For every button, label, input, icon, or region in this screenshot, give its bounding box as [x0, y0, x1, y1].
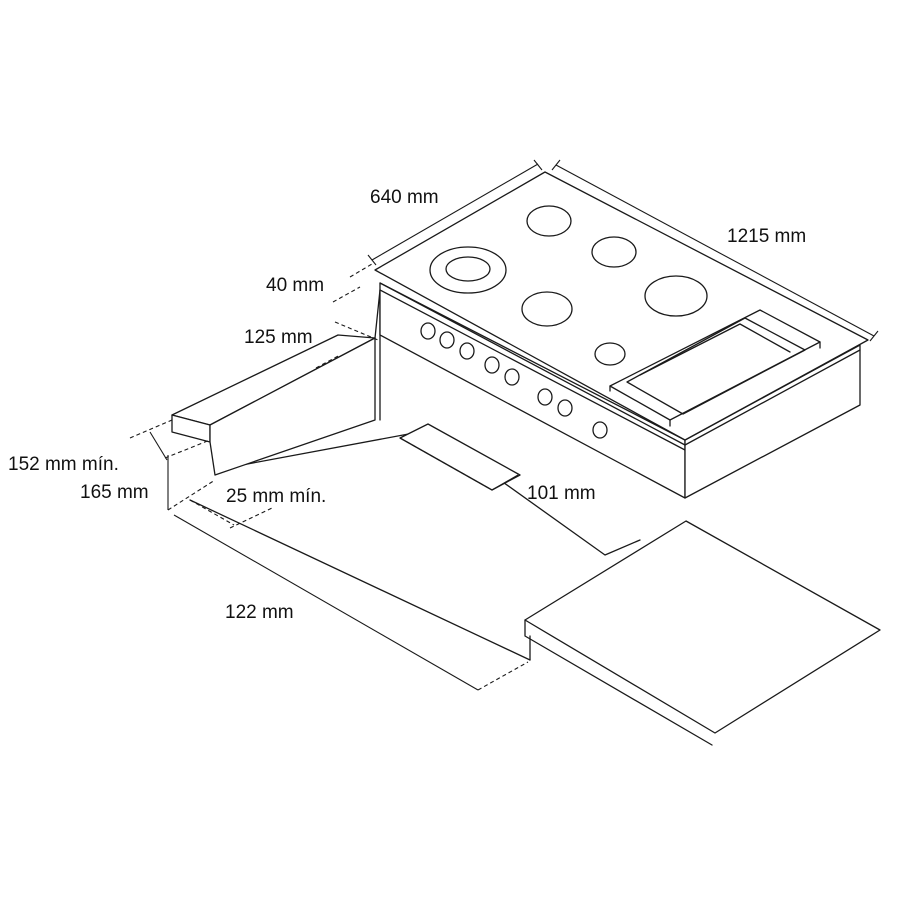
- cabinet-outline: [189, 429, 641, 661]
- label-cutout-depth: 101 mm: [527, 483, 596, 504]
- countertop: [524, 520, 881, 746]
- knob: [439, 331, 455, 349]
- support-rail: [171, 289, 381, 476]
- label-clearance-min: 152 mm mín.: [8, 454, 119, 475]
- burner: [526, 205, 572, 237]
- control-knobs: [420, 322, 608, 439]
- burner-wok: [429, 246, 507, 294]
- burner: [594, 342, 626, 366]
- cutout-opening: [399, 423, 521, 491]
- knob: [592, 421, 608, 439]
- knob: [504, 368, 520, 386]
- label-height: 165 mm: [80, 482, 149, 503]
- knob: [484, 356, 500, 374]
- knob: [420, 322, 436, 340]
- label-front-offset: 40 mm: [266, 275, 325, 296]
- label-width: 1215 mm: [727, 226, 807, 247]
- burners: [429, 205, 708, 366]
- burner: [591, 236, 637, 268]
- label-shelf-depth: 125 mm: [244, 327, 313, 348]
- label-cabinet-gap: 122 mm: [225, 602, 294, 623]
- burner: [521, 291, 573, 327]
- label-side-gap-min: 25 mm mín.: [226, 486, 327, 507]
- knob: [459, 342, 475, 360]
- griddle-plate: [609, 309, 821, 427]
- knob: [537, 388, 553, 406]
- label-depth: 640 mm: [370, 187, 439, 208]
- burner: [644, 275, 708, 317]
- dimension-lines: [129, 159, 879, 691]
- knob: [557, 399, 573, 417]
